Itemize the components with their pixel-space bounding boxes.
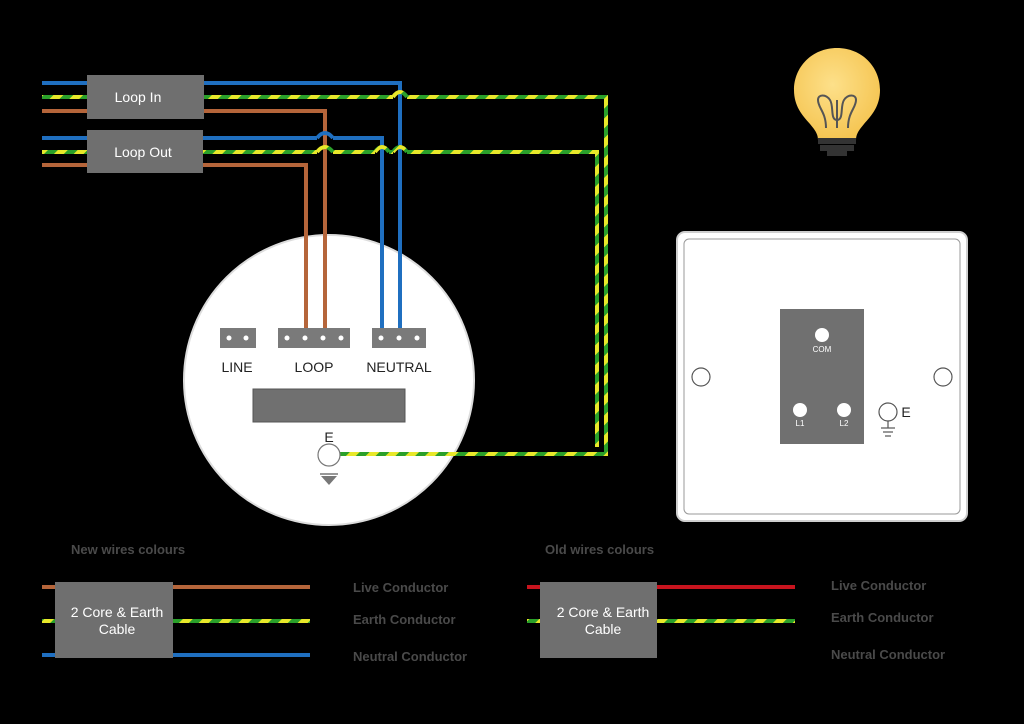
light-bulb-icon (794, 48, 880, 156)
loop-out-earth-hop-2 (373, 145, 391, 154)
loop-out-neutral-hop (315, 131, 335, 140)
legend-new-live-label: Live Conductor (353, 580, 448, 595)
neutral-terminal-block (372, 328, 426, 348)
neutral-label: NEUTRAL (366, 359, 432, 375)
l2-label: L2 (840, 419, 849, 428)
legend-new-title: New wires colours (71, 542, 185, 557)
legend-new-cable-line1: 2 Core & Earth (71, 604, 164, 620)
legend-old-cable-line1: 2 Core & Earth (557, 604, 650, 620)
loop-in-label: Loop In (115, 89, 162, 105)
loop-in-box (87, 75, 204, 119)
legend-old-cable-line2: Cable (585, 621, 622, 637)
rose-earth-label: E (324, 429, 333, 445)
loop-out-neutral-wire-2 (333, 136, 384, 330)
legend-old-neutral-label: Neutral Conductor (831, 647, 945, 662)
switch-earth-terminal (878, 402, 898, 422)
loop-terminal-block (278, 328, 350, 348)
loop-out-earth-hop-1 (315, 145, 335, 154)
legend-new-cable-box (55, 582, 173, 658)
l1-label: L1 (796, 419, 805, 428)
loop-in-earth-wire-2 (340, 95, 608, 456)
switch-earth-icon (881, 421, 895, 437)
legend-new-earth-label: Earth Conductor (353, 612, 456, 627)
legend-old-earth-label: Earth Conductor (831, 610, 934, 625)
l2-terminal (837, 403, 851, 417)
rose-earth-icon (320, 473, 338, 485)
legend-new-neutral-label: Neutral Conductor (353, 649, 467, 664)
legend-old-live-label: Live Conductor (831, 578, 926, 593)
rose-earth-terminal (317, 443, 341, 467)
legend-old-cable-box (540, 582, 657, 658)
legend-new-cable-line2: Cable (99, 621, 136, 637)
switch-earth-label: E (901, 404, 910, 420)
switch-screw-right (933, 367, 953, 387)
switch-plate-inner (683, 238, 961, 515)
legend-old-title: Old wires colours (545, 542, 654, 557)
loop-in-earth-hop (391, 90, 409, 99)
loop-out-earth-wire-4 (407, 150, 599, 447)
line-label: LINE (221, 359, 252, 375)
loop-label: LOOP (295, 359, 334, 375)
line-terminal-block (220, 328, 256, 348)
com-terminal (815, 328, 829, 342)
switch-screw-left (691, 367, 711, 387)
com-label: COM (813, 345, 832, 354)
loop-out-earth-hop-3 (391, 145, 409, 154)
loop-out-label: Loop Out (114, 144, 172, 160)
ceiling-rose-plate (252, 388, 406, 423)
l1-terminal (793, 403, 807, 417)
loop-out-box (87, 130, 203, 173)
